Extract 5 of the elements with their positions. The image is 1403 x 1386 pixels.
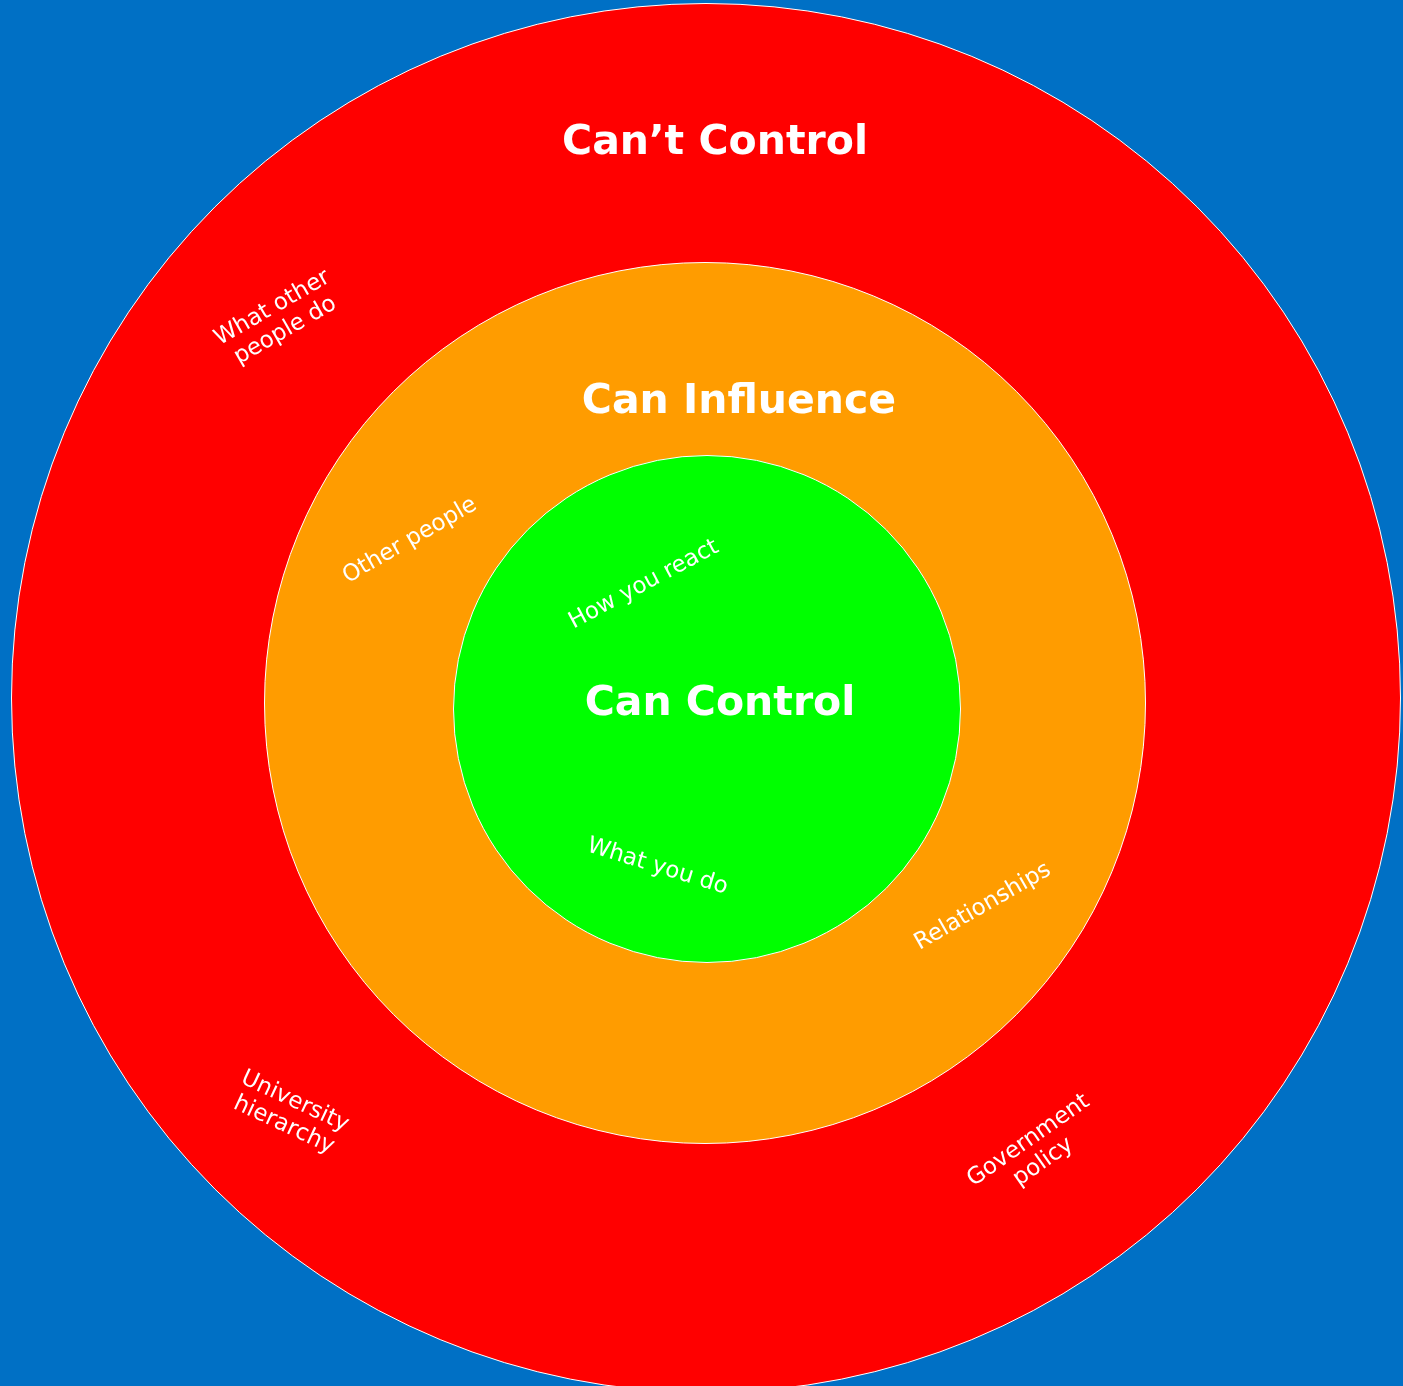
zone-heading: Can Control [584,678,856,726]
zone-heading: Can’t Control [562,117,868,165]
zone-heading: Can Influence [581,376,897,424]
zone-item-label: What you do [584,831,732,899]
zone-item-label: How you react [563,532,723,634]
